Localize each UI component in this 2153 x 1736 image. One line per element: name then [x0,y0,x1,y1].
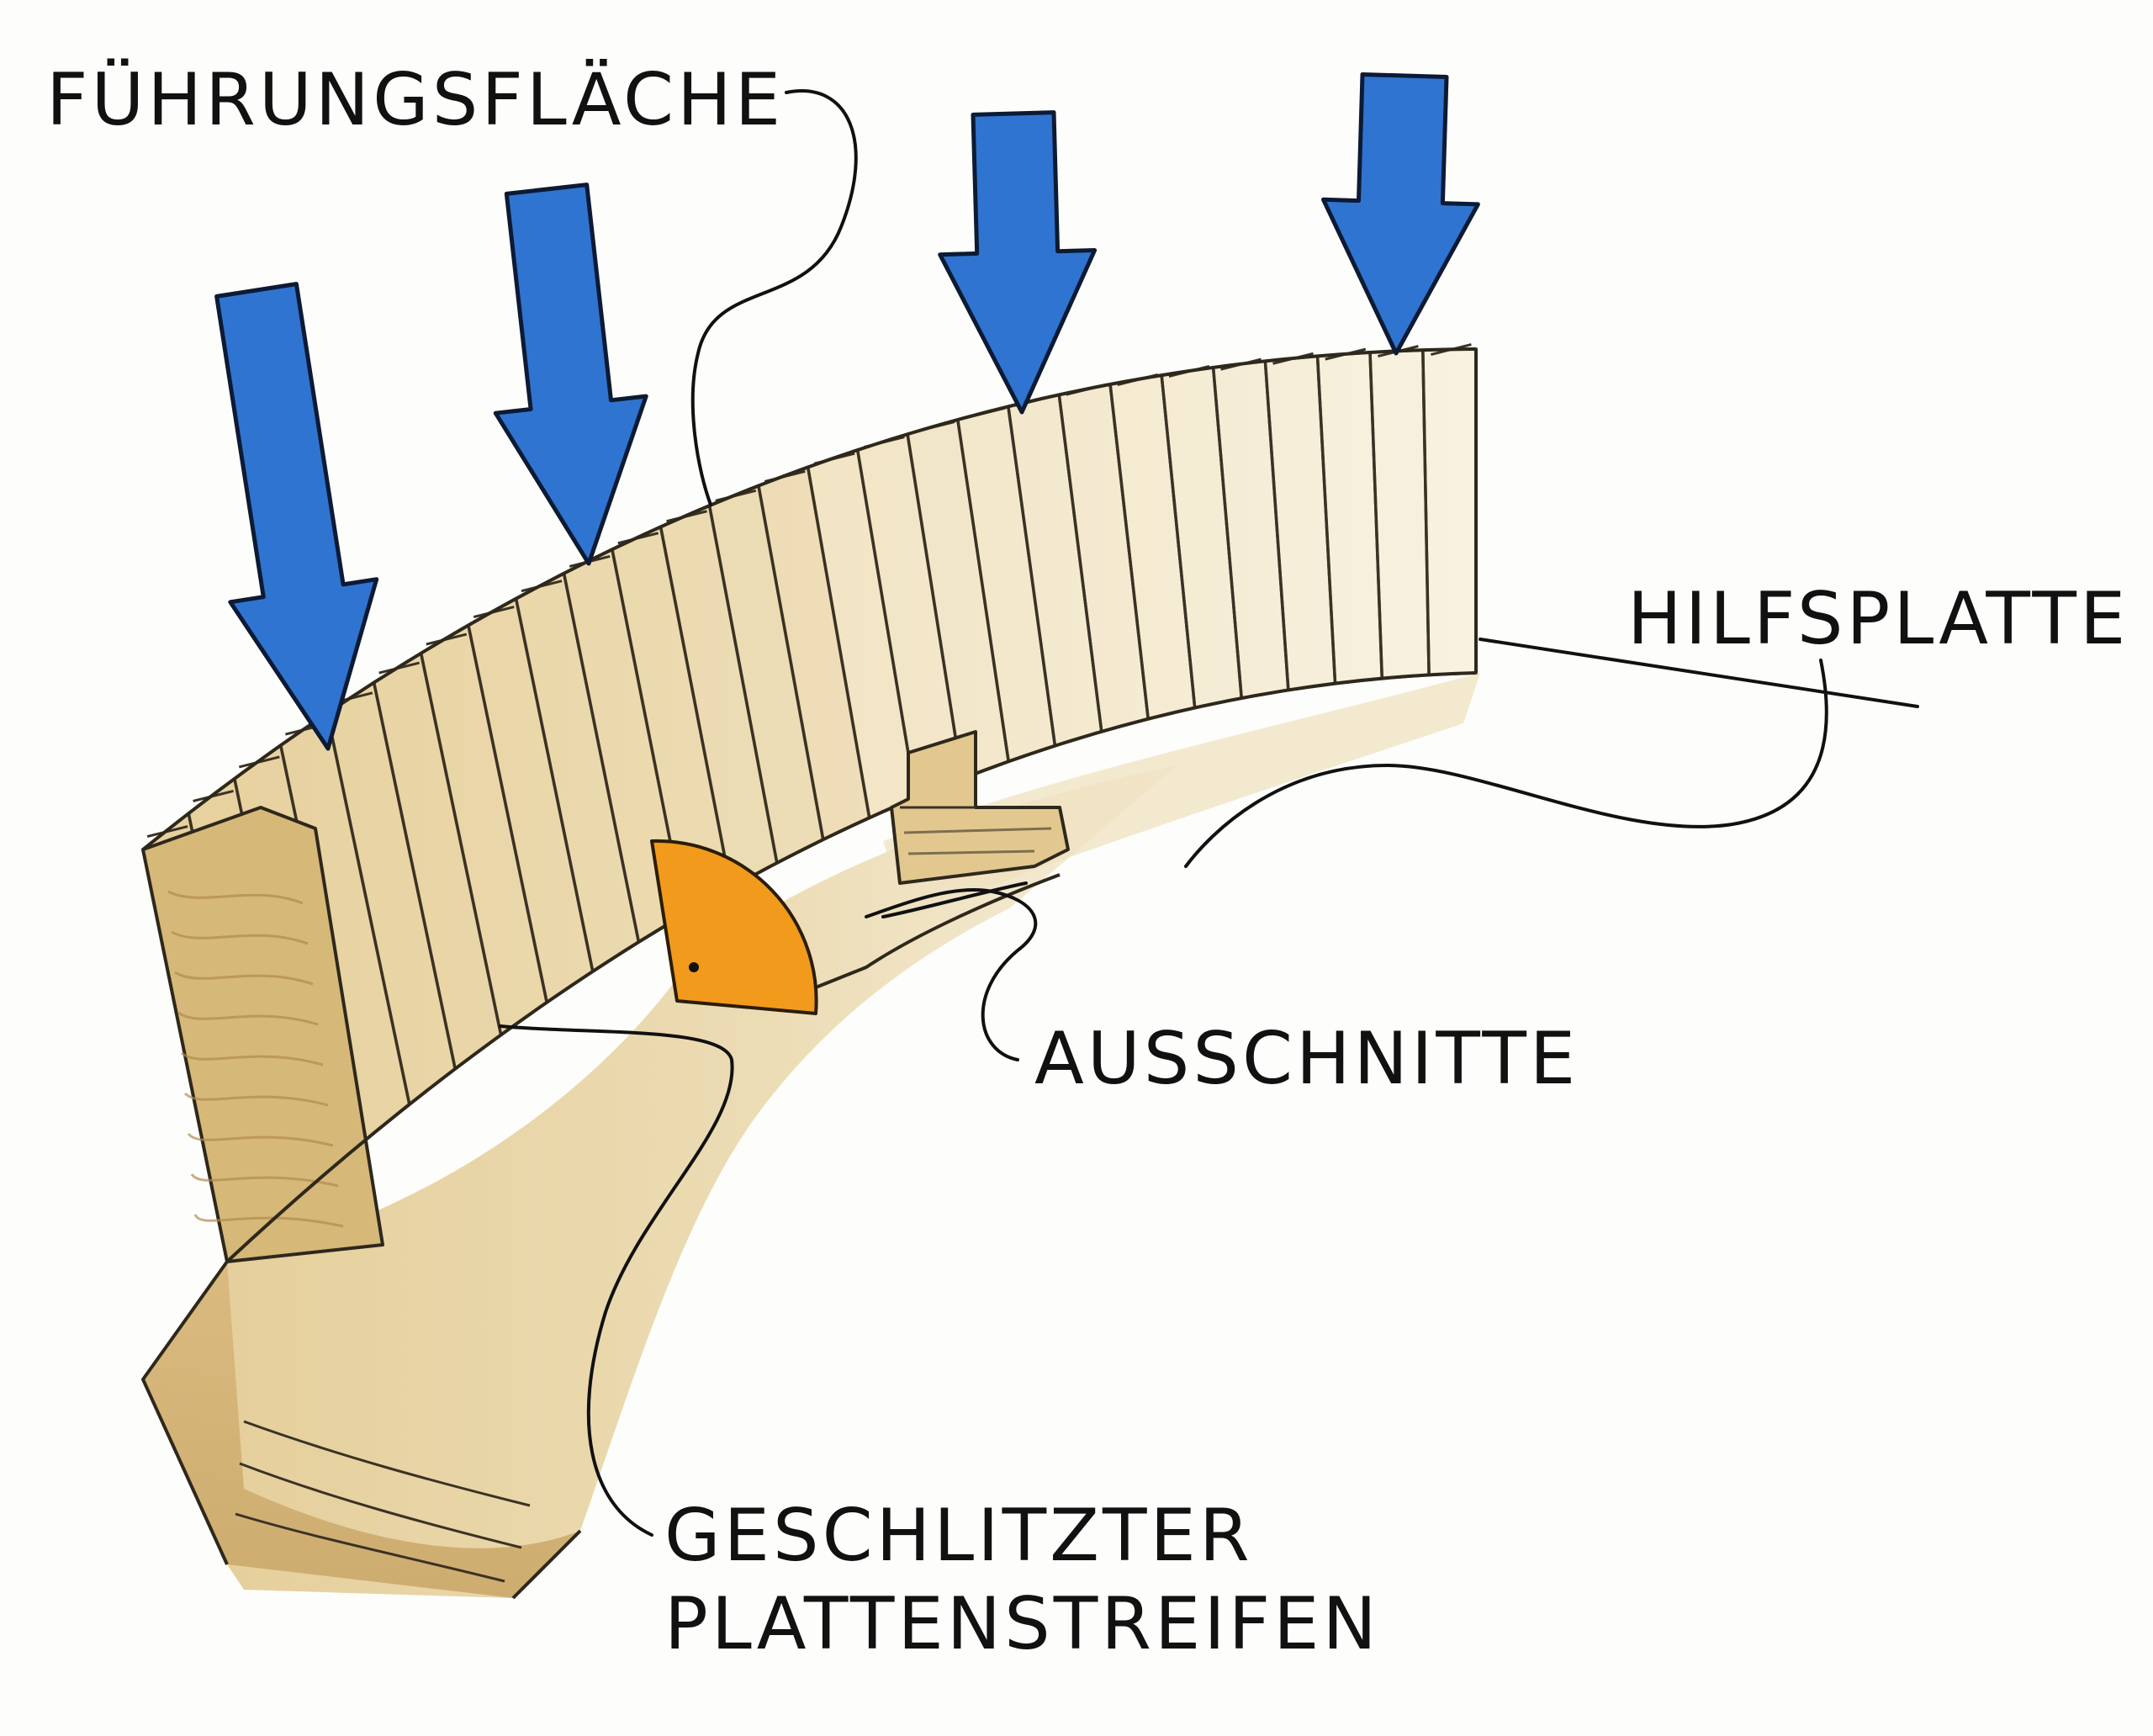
cutout-block [890,730,1070,885]
wall-slat [1368,348,1431,680]
wood-grain [183,1092,329,1107]
leader-guide-surface [690,89,858,506]
down-arrow-icon [1321,72,1480,356]
leader-slotted-strip [499,1024,734,1537]
label-slotted-strip-line1: GESCHLITZTER [664,1494,1253,1578]
leader-aux-board [1184,659,1828,868]
wood-grain [177,1011,319,1026]
guide-wall-body [143,349,1476,1262]
wall-end-block [141,806,384,1263]
wood-grain [187,1132,334,1147]
wall-slat [1421,347,1478,677]
down-arrow-icon [214,282,379,751]
label-cutouts: AUSSCHNITTE [1034,1017,1579,1101]
wood-grain [181,1051,324,1066]
wood-grain [190,1173,339,1188]
wall-bottom-edge [225,671,1477,1263]
wood-grain [193,1214,344,1228]
pressure-arrows [214,72,1480,751]
label-guide-surface: FÜHRUNGSFLÄCHE [46,58,784,142]
label-aux-board: HILFSPLATTE [1627,577,2129,661]
down-arrow-icon [493,183,648,566]
leader-lines [499,89,1828,1537]
wood-grain [174,971,314,986]
label-slotted-strip-line2: PLATTENSTREIFEN [664,1582,1380,1666]
wood-grain [171,930,309,945]
down-arrow-icon [938,110,1098,415]
wood-grain [167,890,304,905]
slotted-board-strip [141,765,1177,1600]
quarter-circle-icon [650,839,818,1015]
leader-cutouts [865,888,1038,1061]
guide-wall [141,343,1478,1265]
